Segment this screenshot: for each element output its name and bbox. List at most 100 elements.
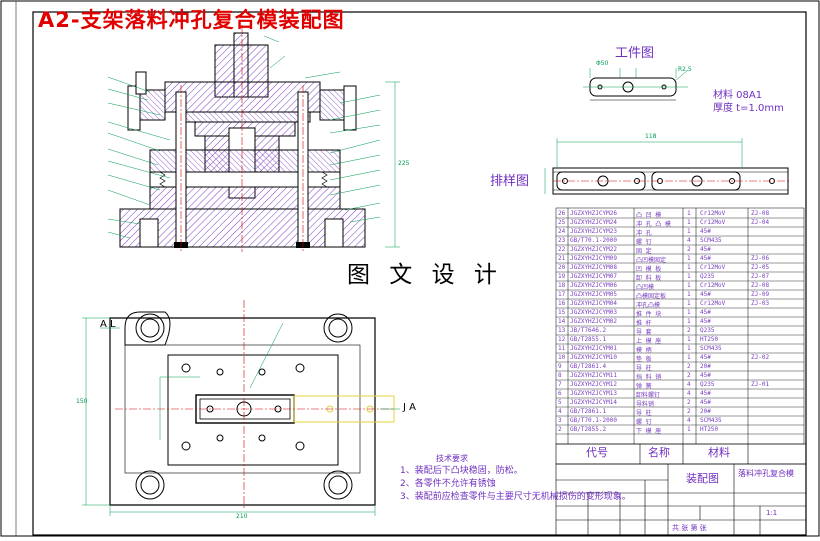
bom-cell-code: JGZXYHZJCYM13 (570, 390, 617, 397)
bom-cell-note: ZJ-03 (751, 300, 770, 307)
bom-cell-code: JGZXYHZJCYM06 (570, 282, 617, 289)
bom-cell-code: JGZXYHZJCYM14 (570, 399, 617, 406)
bom-cell-no: 15 (558, 309, 566, 316)
workpiece-thickness: 厚度 t=1.0mm (713, 103, 784, 114)
bom-cell-qty: 1 (687, 354, 691, 361)
bom-cell-no: 20 (558, 264, 566, 271)
bom-cell-code: GB/T2861.1 (570, 408, 607, 415)
note-item: 3、装配前应检查零件与主要尺寸无机械损伤的变形现象。 (400, 492, 631, 502)
bom-cell-code: JGZXYHZJCYM23 (570, 228, 617, 235)
bom-cell-no: 16 (558, 300, 566, 307)
bom-cell-code: JGZXYHZJCYM08 (570, 264, 617, 271)
bom-cell-qty: 1 (687, 264, 691, 271)
workpiece-radius-dim: R2.5 (678, 66, 692, 73)
bom-cell-note: ZJ-08 (751, 282, 770, 289)
workpiece-drawing (583, 68, 689, 101)
bom-cell-mat: HT250 (700, 336, 719, 343)
bom-cell-no: 23 (558, 237, 566, 244)
bom-cell-note: ZJ-01 (751, 381, 770, 388)
bom-cell-mat: Q235 (700, 273, 715, 280)
title-block-scale: 1:1 (766, 509, 778, 517)
bom-cell-qty: 1 (687, 291, 691, 298)
bom-cell-code: JGZXYHZJCYM22 (570, 246, 617, 253)
bom-cell-name: 卸 料 板 (636, 275, 662, 282)
bom-cell-no: 14 (558, 318, 566, 325)
bom-cell-note: ZJ-05 (751, 264, 770, 271)
bom-cell-code: JGZXYHZJCYM05 (570, 291, 617, 298)
bom-cell-name: 固 定 (636, 248, 652, 255)
bom-cell-name: 凸 凹 模 (636, 212, 662, 219)
bom-cell-no: 11 (558, 345, 566, 352)
bom-cell-name: 下 模 座 (636, 428, 662, 435)
bom-cell-qty: 4 (687, 417, 691, 424)
bom-cell-name: 螺 钉 (636, 239, 652, 246)
bom-cell-name: 凸凹模 (636, 284, 655, 291)
bom-cell-qty: 1 (687, 282, 691, 289)
bom-cell-code: JGZXYHZJCYM12 (570, 381, 617, 388)
bom-cell-qty: 2 (687, 372, 691, 379)
bom-cell-no: 7 (558, 381, 562, 388)
bom-cell-name: 螺 钉 (636, 419, 652, 426)
bom-cell-qty: 4 (687, 237, 691, 244)
bom-cell-no: 22 (558, 246, 566, 253)
bom-cell-qty: 4 (687, 390, 691, 397)
bom-cell-no: 13 (558, 327, 566, 334)
bom-cell-qty: 2 (687, 399, 691, 406)
bom-cell-mat: 45# (700, 246, 711, 253)
bom-cell-qty: 1 (687, 345, 691, 352)
bom-cell-qty: 1 (687, 426, 691, 433)
bom-cell-mat: 45# (700, 390, 711, 397)
workpiece-label: 工件图 (615, 46, 655, 61)
bom-cell-qty: 1 (687, 336, 691, 343)
bom-cell-name: 卸料螺钉 (636, 392, 661, 399)
bom-cell-mat: 45# (700, 399, 711, 406)
bom-cell-mat: SCM435 (700, 345, 722, 352)
bom-cell-name: 凸模固定板 (636, 293, 667, 300)
title-block-sheet: 共 张 第 张 (672, 524, 707, 532)
bom-cell-mat: 45# (700, 318, 711, 325)
front-height-dim: 225 (398, 160, 410, 167)
bom-cell-name: 上 模 座 (636, 338, 662, 345)
plan-height-dim: 150 (76, 398, 88, 405)
bom-cell-name: 垫 板 (636, 356, 652, 363)
bom-cell-code: JGZXYHZJCYM07 (570, 273, 617, 280)
bom-cell-mat: Cr12MoV (700, 264, 726, 271)
bom-cell-name: 凸凹模固定 (636, 257, 667, 264)
bom-cell-no: 2 (558, 426, 562, 433)
note-item: 1、装配后下凸块稳固，防松。 (400, 466, 523, 476)
bom-cell-code: GB/T70.1-2000 (570, 237, 617, 244)
bom-cell-name: 凹 模 板 (636, 266, 662, 273)
bom-cell-no: 9 (558, 363, 562, 370)
bom-cell-no: 8 (558, 372, 562, 379)
bom-cell-code: JGZXYHZJCYM03 (570, 309, 617, 316)
plan-width-dim: 210 (236, 513, 248, 520)
bom-cell-qty: 1 (687, 273, 691, 280)
bom-cell-mat: 45# (700, 291, 711, 298)
bom-cell-mat: 45# (700, 354, 711, 361)
bom-cell-mat: 45# (700, 372, 711, 379)
bom-cell-no: 12 (558, 336, 566, 343)
front-section-view (107, 25, 400, 252)
bom-header-name: 名称 (648, 446, 670, 459)
bom-cell-code: GB/T70.1-2000 (570, 417, 617, 424)
bom-cell-mat: HT250 (700, 426, 719, 433)
bom-cell-name: 冲 孔 凸 模 (636, 221, 671, 228)
bom-cell-note: ZJ-02 (751, 354, 770, 361)
bom-cell-qty: 2 (687, 327, 691, 334)
bom-cell-no: 4 (558, 408, 562, 415)
bom-cell-code: JGZXYHZJCYM01 (570, 345, 617, 352)
bom-cell-name: 导 柱 (636, 410, 652, 417)
bom-cell-qty: 4 (687, 381, 691, 388)
bom-cell-note: ZJ-08 (751, 210, 770, 217)
